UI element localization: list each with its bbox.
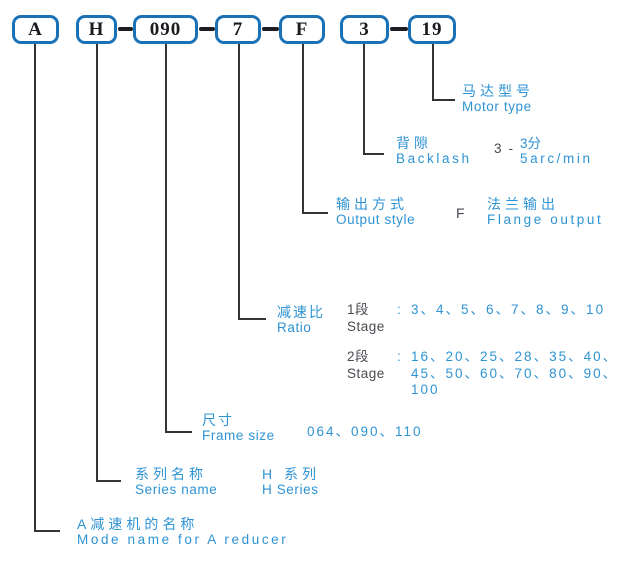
- motor-type-label-en: Motor type: [462, 99, 532, 114]
- ratio-label-zh: 减速比: [277, 304, 325, 320]
- code-box-3: 3: [340, 15, 389, 44]
- connector-h-horizontal: [96, 480, 121, 482]
- backlash-label-en: Backlash: [396, 151, 472, 166]
- output-style-value-en: Flange output: [487, 212, 604, 227]
- connector-a-vertical: [34, 44, 36, 532]
- connector-7-horizontal: [238, 318, 266, 320]
- model-name-label-en: Mode name for A reducer: [77, 532, 289, 547]
- backlash-value: 3 - 3分 5arc/min: [494, 136, 593, 166]
- connector-7-vertical: [238, 44, 240, 320]
- motor-type-label-zh: 马达型号: [462, 83, 534, 99]
- output-style-value-zh: 法兰输出: [487, 196, 559, 212]
- frame-size-label: 尺寸 Frame size: [202, 412, 275, 444]
- connector-f-horizontal: [302, 212, 328, 214]
- connector-090-horizontal: [165, 431, 192, 433]
- backlash-arcmin-en: 5arc/min: [520, 151, 593, 166]
- output-style-label-zh: 输出方式: [336, 196, 408, 212]
- connector-3-horizontal: [363, 153, 384, 155]
- series-name-value: H 系列 H Series: [262, 466, 320, 498]
- backlash-arcmin-zh: 3分: [520, 136, 542, 151]
- backlash-range-from: 3: [494, 141, 502, 156]
- series-name-label: 系列名称 Series name: [135, 466, 217, 498]
- connector-19-vertical: [432, 44, 434, 101]
- output-style-label-en: Output style: [336, 212, 416, 227]
- model-name-label: A减速机的名称 Mode name for A reducer: [77, 516, 288, 548]
- frame-size-values: 064、090、110: [307, 424, 423, 439]
- ratio-stage1-row: 1段 Stage : 3、4、5、6、7、8、9、10: [347, 302, 605, 335]
- series-name-value-en: H Series: [262, 482, 319, 497]
- code-box-7: 7: [215, 15, 261, 44]
- connector-h-vertical: [96, 44, 98, 482]
- output-style-label: 输出方式 Output style: [336, 196, 415, 228]
- backlash-label-zh: 背隙: [396, 135, 432, 151]
- backlash-label: 背隙 Backlash: [396, 135, 472, 167]
- series-name-label-zh: 系列名称: [135, 466, 207, 482]
- connector-19-horizontal: [432, 99, 455, 101]
- frame-size-label-zh: 尺寸: [202, 412, 234, 428]
- ratio-stage2-colon: :: [397, 349, 401, 364]
- code-box-f: F: [279, 15, 325, 44]
- code-box-19: 19: [408, 15, 456, 44]
- series-name-value-zh: H 系列: [262, 466, 320, 482]
- ratio-label-en: Ratio: [277, 320, 312, 335]
- ratio-stage1-label: 1段 Stage: [347, 302, 385, 334]
- ratio-stage1-colon: :: [397, 302, 401, 317]
- ratio-stage1-values: 3、4、5、6、7、8、9、10: [411, 302, 606, 317]
- code-box-090: 090: [133, 15, 198, 44]
- code-separator-icon: [118, 27, 133, 31]
- output-style-code: F: [456, 205, 466, 221]
- code-box-h: H: [76, 15, 117, 44]
- ratio-stage2-label: 2段 Stage: [347, 349, 385, 381]
- backlash-range-dash: -: [508, 141, 514, 156]
- ratio-stage2-row: 2段 Stage : 16、20、25、28、35、40、 45、50、60、7…: [347, 349, 618, 399]
- output-style-value: 法兰输出 Flange output: [487, 196, 603, 228]
- connector-090-vertical: [165, 44, 167, 433]
- connector-3-vertical: [363, 44, 365, 155]
- ratio-stage2-values: 16、20、25、28、35、40、 45、50、60、70、80、90、 10…: [411, 349, 619, 397]
- motor-type-label: 马达型号 Motor type: [462, 83, 534, 115]
- model-name-label-zh: A减速机的名称: [77, 516, 199, 532]
- code-separator-icon: [199, 27, 215, 31]
- code-separator-icon: [262, 27, 279, 31]
- frame-size-label-en: Frame size: [202, 428, 275, 443]
- series-name-label-en: Series name: [135, 482, 218, 497]
- connector-a-horizontal: [34, 530, 60, 532]
- connector-f-vertical: [302, 44, 304, 214]
- ratio-label: 减速比 Ratio: [277, 304, 325, 336]
- code-box-a: A: [12, 15, 59, 44]
- code-separator-icon: [390, 27, 408, 31]
